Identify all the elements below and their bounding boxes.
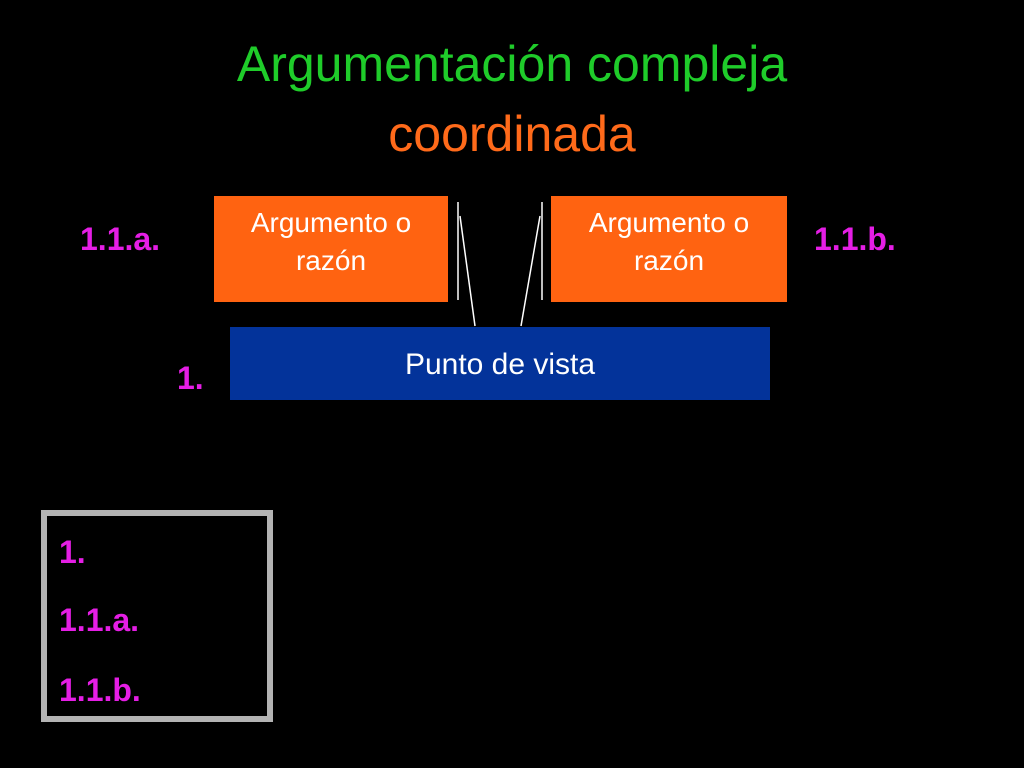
argument-box-b: Argumento o razón: [551, 196, 787, 302]
slide-subtitle: coordinada: [388, 106, 636, 162]
legend-item: 1.1.b.: [59, 672, 141, 708]
argument-box-a: Argumento o razón: [214, 196, 448, 302]
legend-item: 1.1.a.: [59, 602, 140, 638]
legend-item: 1.: [59, 534, 86, 570]
argument-b-text: Argumento o razón: [588, 207, 750, 276]
legend-box: 1. 1.1.a. 1.1.b.: [41, 510, 273, 722]
argument-b-label: 1.1.b.: [814, 221, 896, 257]
viewpoint-text: Punto de vista: [404, 348, 596, 381]
viewpoint-label: 1.: [177, 360, 204, 396]
argument-a-text: Argumento o razón: [250, 207, 412, 276]
argument-a-label: 1.1.a.: [80, 221, 161, 257]
viewpoint-box: Punto de vista: [230, 327, 770, 400]
connector-lines: [448, 200, 551, 327]
slide-title: Argumentación compleja: [236, 36, 788, 92]
